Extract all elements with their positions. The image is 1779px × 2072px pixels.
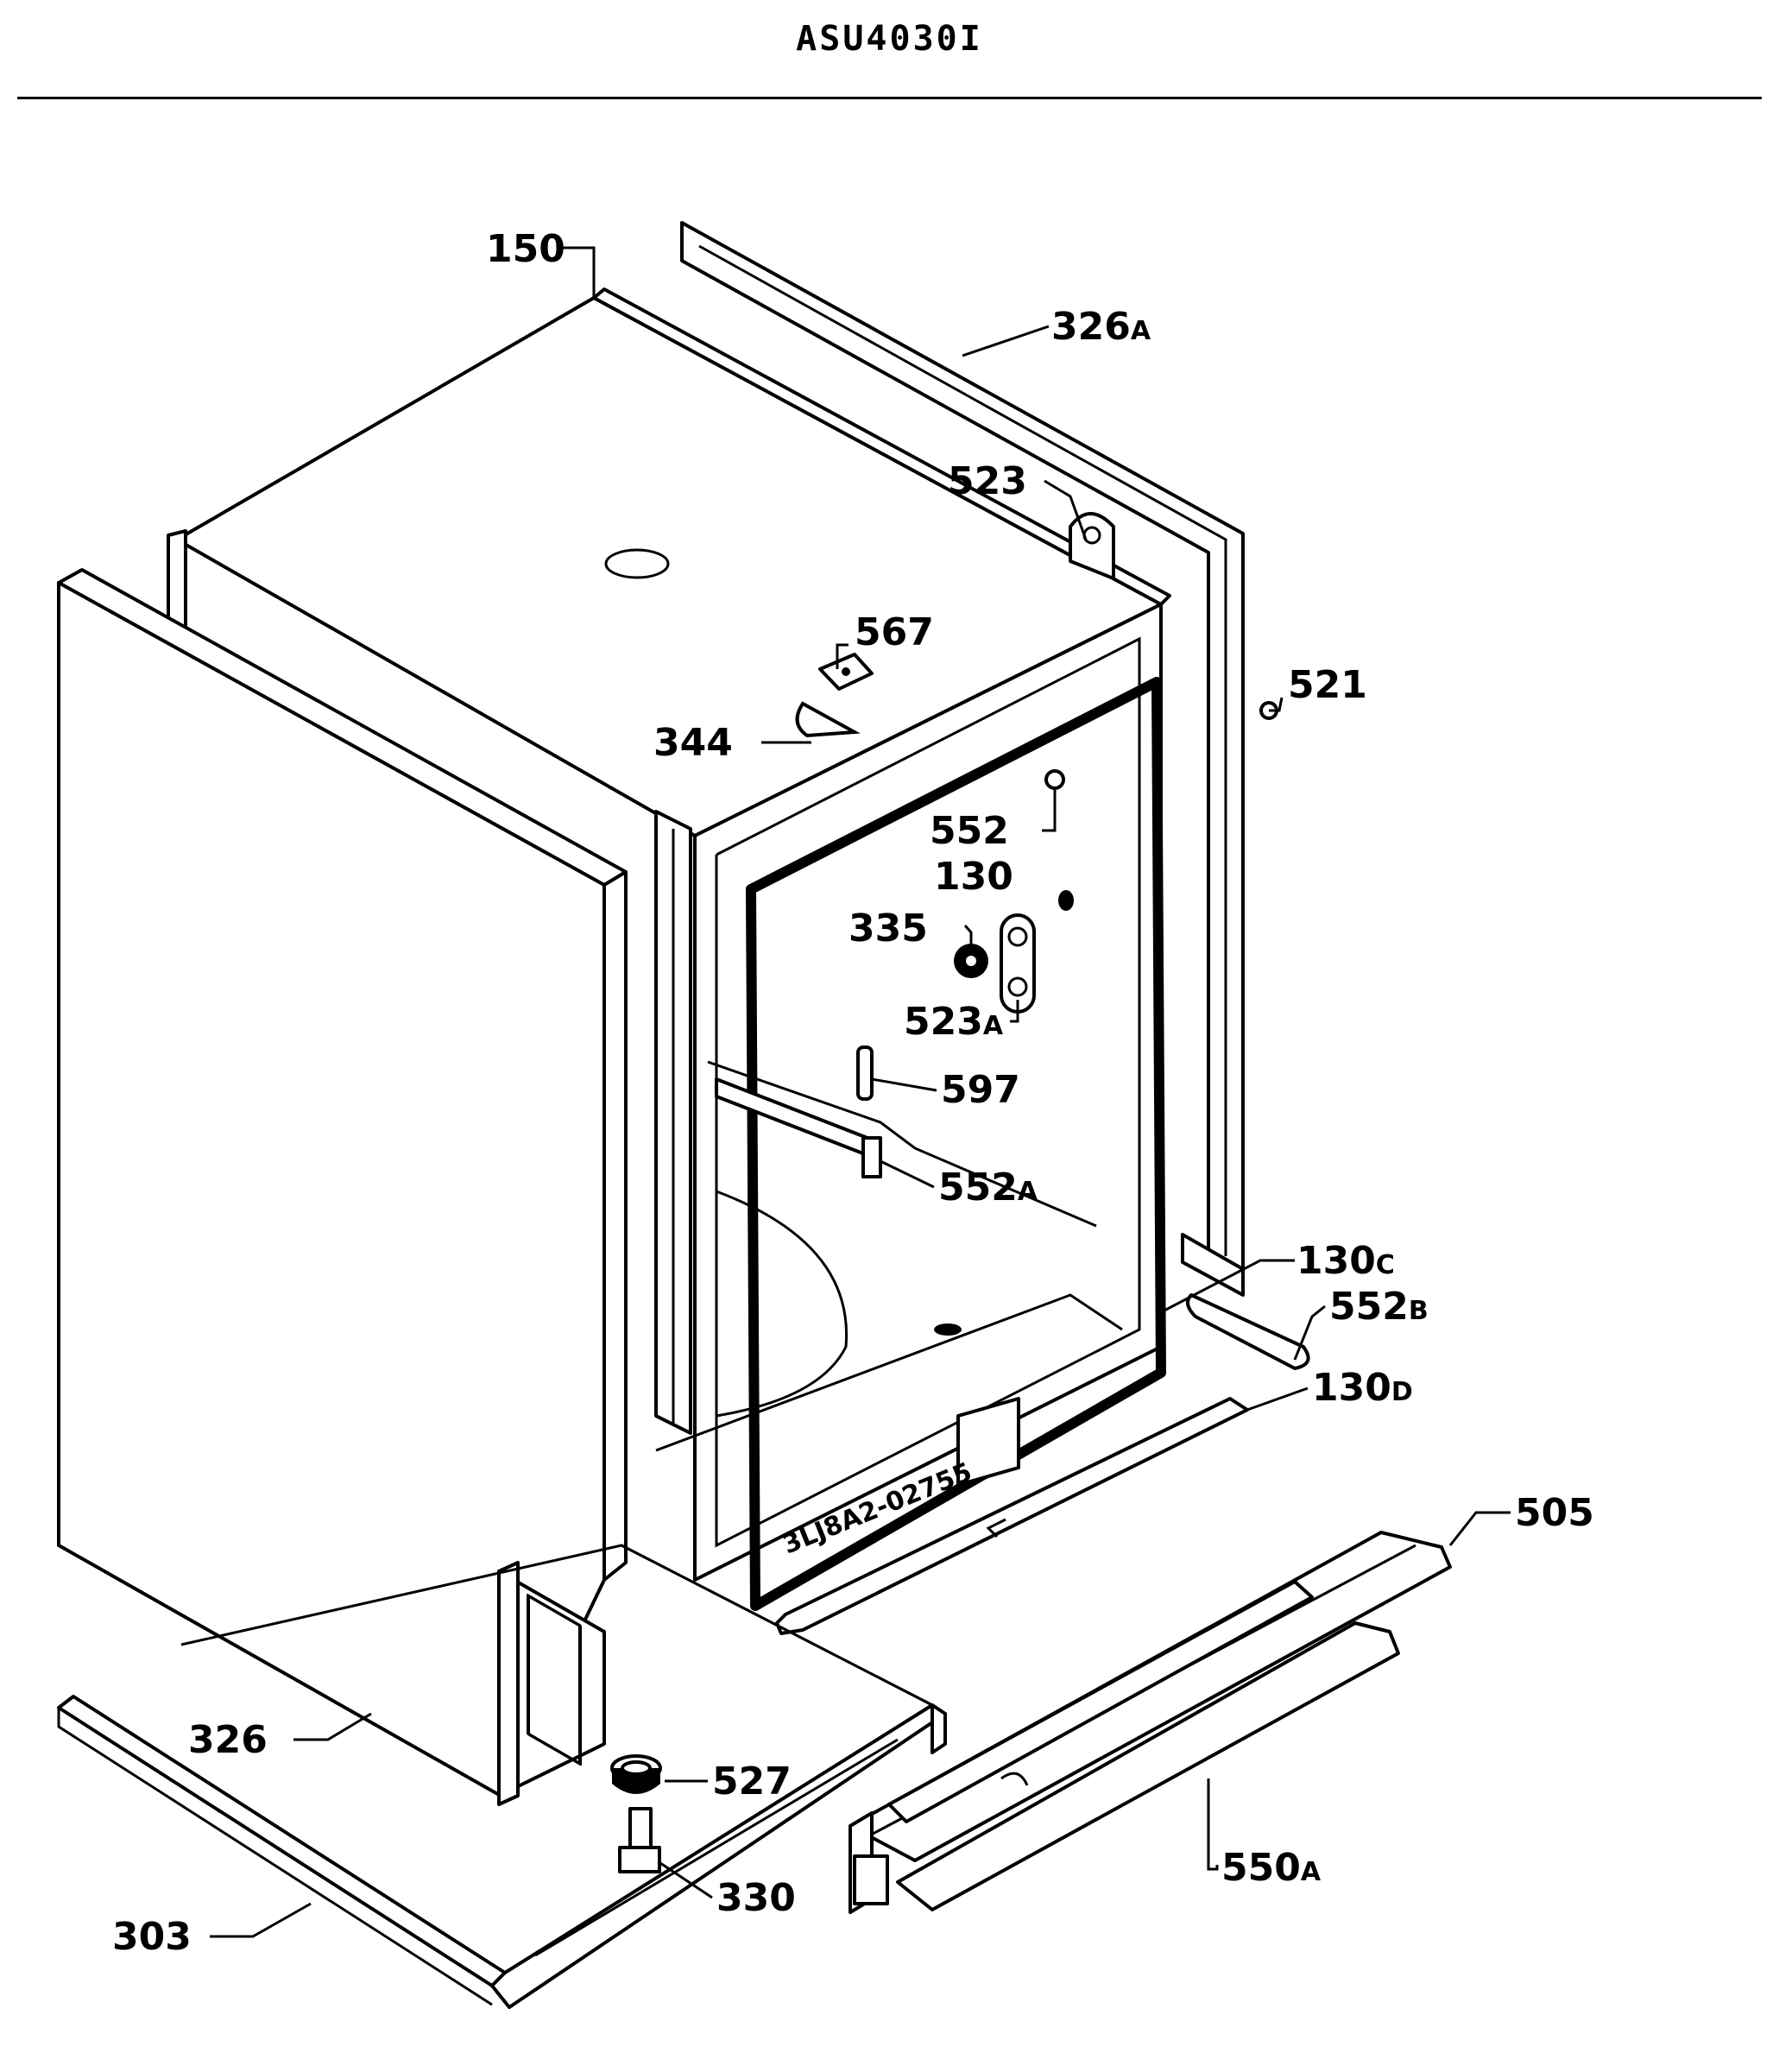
callout-552a: 552A (938, 1166, 1038, 1210)
screw-552 (1044, 769, 1065, 807)
callout-number: 567 (855, 610, 934, 654)
callout-number: 130 (1296, 1239, 1376, 1283)
callout-number: 521 (1288, 663, 1367, 707)
callout-130c: 130C (1296, 1239, 1395, 1283)
callout-number: 550 (1221, 1846, 1301, 1890)
callout-number: 523 (948, 459, 1027, 503)
left-side-panel (57, 568, 628, 1806)
callout-number: 552 (930, 809, 1009, 853)
callout-suffix: B (1409, 1296, 1429, 1326)
tub-front-frame: 3LJ8A2-02755 (655, 603, 1166, 1611)
top-cover (175, 287, 1171, 837)
callout-number: 552 (938, 1166, 1018, 1210)
callout-326a: 326A (1051, 305, 1151, 349)
clip-567 (818, 653, 874, 691)
callout-330: 330 (716, 1876, 796, 1920)
callout-335: 335 (848, 906, 928, 951)
leader-lines (210, 246, 1511, 1938)
callout-number: 597 (941, 1068, 1020, 1112)
callout-suffix: A (1018, 1177, 1038, 1207)
strip-552b (1186, 1293, 1310, 1370)
callout-number: 150 (486, 227, 565, 271)
plate-523a (1000, 913, 1036, 1014)
coil-335 (954, 944, 988, 978)
bottom-trim-130d (775, 1397, 1249, 1635)
callout-suffix: D (1391, 1377, 1413, 1407)
nut-130 (1058, 890, 1074, 911)
callout-number: 330 (716, 1876, 796, 1920)
callout-suffix: C (1376, 1250, 1395, 1280)
callout-number: 505 (1515, 1491, 1594, 1535)
rail-552a (715, 1077, 882, 1178)
callout-326: 326 (188, 1718, 268, 1762)
callout-150: 150 (486, 227, 565, 271)
callout-552b: 552B (1329, 1285, 1429, 1329)
callout-130: 130 (934, 855, 1013, 899)
pin-597 (856, 1045, 874, 1101)
callout-suffix: A (1131, 316, 1151, 346)
callout-labels: 150326A523567521344552130335523A597552A1… (112, 227, 1594, 1959)
leveler-330 (618, 1807, 661, 1873)
callout-suffix: A (1301, 1857, 1322, 1887)
callout-number: 527 (712, 1759, 792, 1804)
callout-597: 597 (941, 1068, 1020, 1112)
callout-303: 303 (112, 1915, 192, 1959)
header-rule (17, 97, 1762, 99)
callout-number: 303 (112, 1915, 192, 1959)
callout-505: 505 (1515, 1491, 1594, 1535)
callout-suffix: A (983, 1011, 1004, 1041)
callout-number: 523 (904, 1000, 983, 1044)
base-frame (57, 1544, 947, 2009)
model-title: ASU4030I (796, 19, 983, 59)
callout-number: 344 (653, 721, 733, 765)
callout-130d: 130D (1312, 1366, 1413, 1410)
right-side-panel (680, 221, 1245, 1297)
callout-number: 335 (848, 906, 928, 951)
callout-number: 326 (1051, 305, 1131, 349)
callout-523: 523 (948, 459, 1027, 503)
callout-344: 344 (653, 721, 733, 765)
rail-550a (848, 1580, 1400, 1914)
foot-527 (610, 1754, 662, 1794)
callout-number: 130 (934, 855, 1013, 899)
callout-number: 130 (1312, 1366, 1391, 1410)
tub-left-flange (167, 529, 692, 1435)
callout-567: 567 (855, 610, 934, 654)
callout-number: 552 (1329, 1285, 1409, 1329)
callout-552: 552 (930, 809, 1009, 853)
callout-523a: 523A (904, 1000, 1004, 1044)
callout-527: 527 (712, 1759, 792, 1804)
callout-550a: 550A (1221, 1846, 1322, 1890)
callout-521: 521 (1288, 663, 1367, 707)
rail-505 (848, 1531, 1452, 1862)
callout-number: 326 (188, 1718, 268, 1762)
bracket-344 (795, 701, 861, 738)
